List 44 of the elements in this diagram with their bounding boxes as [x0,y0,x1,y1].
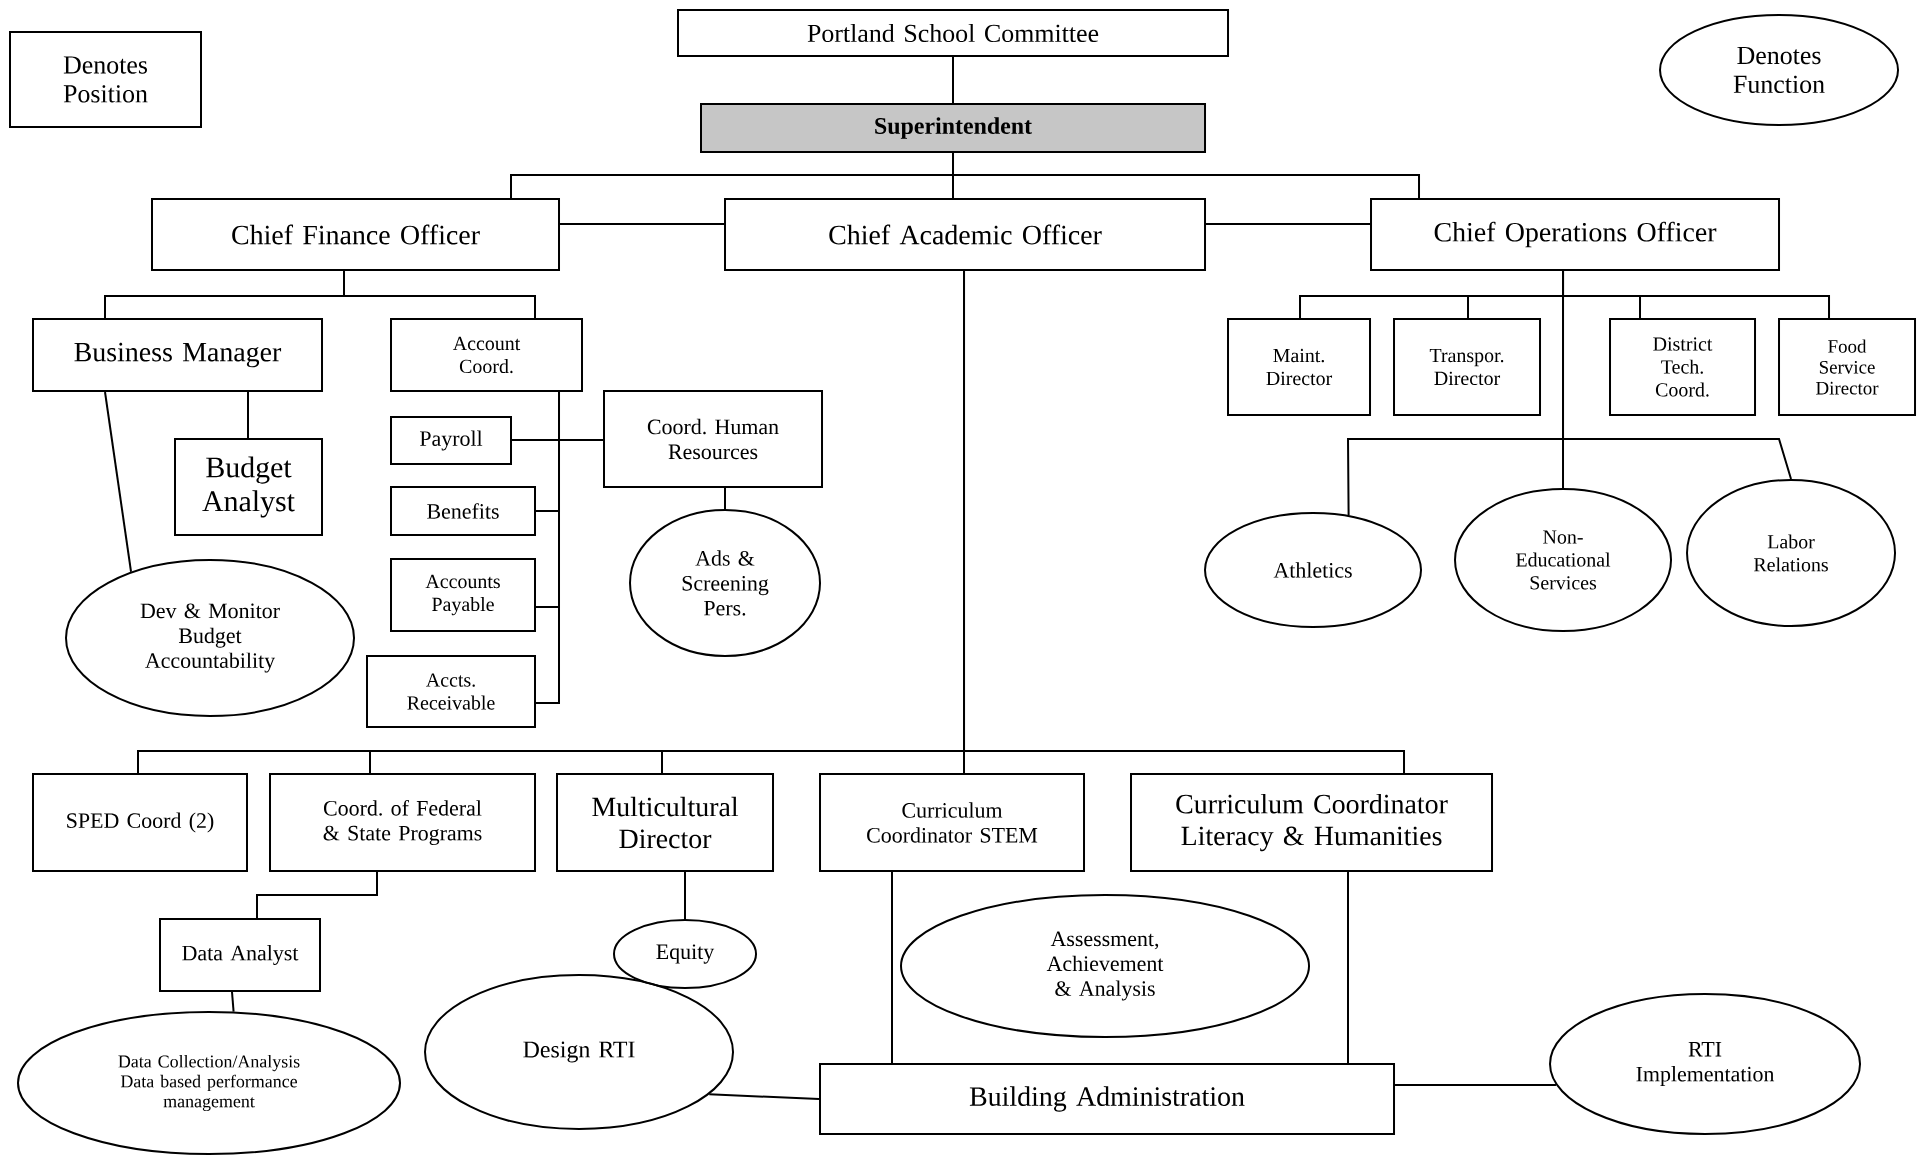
connector-line [1347,871,1349,1064]
position-box: Denotes Position [9,31,202,128]
connector-line [952,56,954,104]
connector-line [247,391,249,439]
position-box: Superintendent [700,103,1206,153]
connector-line [1562,270,1792,480]
connector-line [952,152,1420,199]
position-box: Multicultural Director [556,773,774,872]
position-box: Accts. Receivable [366,655,536,728]
connector-line [343,270,536,319]
connector-line [231,991,235,1013]
position-box: District Tech. Coord. [1609,318,1756,416]
connector-line [1205,223,1371,225]
position-box: SPED Coord (2) [32,773,248,872]
position-box: Benefits [390,486,536,536]
connector-line [1394,1083,1557,1086]
connector-line [104,391,133,573]
position-box: Business Manager [32,318,323,392]
connector-line [724,487,726,510]
position-box: Account Coord. [390,318,583,392]
connector-line [256,871,378,919]
connector-line [559,223,725,225]
position-box: Data Analyst [159,918,321,992]
position-box: Chief Finance Officer [151,198,560,271]
position-box: Food Service Director [1778,318,1916,416]
position-box: Coord. of Federal & State Programs [269,773,536,872]
position-box: Curriculum Coordinator STEM [819,773,1085,872]
position-box: Maint. Director [1227,318,1371,416]
position-box: Portland School Committee [677,9,1229,57]
position-box: Accounts Payable [390,558,536,632]
connector-line [684,871,686,920]
connector-line [708,1093,820,1100]
position-box: Coord. Human Resources [603,390,823,488]
connector-line [511,439,604,441]
position-box: Chief Operations Officer [1370,198,1780,271]
connector-line [891,871,893,1064]
position-box: Chief Academic Officer [724,198,1206,271]
connector-line [963,270,1405,774]
connector-line [535,391,560,704]
position-box: Building Administration [819,1063,1395,1135]
position-box: Transpor. Director [1393,318,1541,416]
position-box: Payroll [390,416,512,465]
position-box: Budget Analyst [174,438,323,536]
position-box: Curriculum Coordinator Literacy & Humanities [1130,773,1493,872]
